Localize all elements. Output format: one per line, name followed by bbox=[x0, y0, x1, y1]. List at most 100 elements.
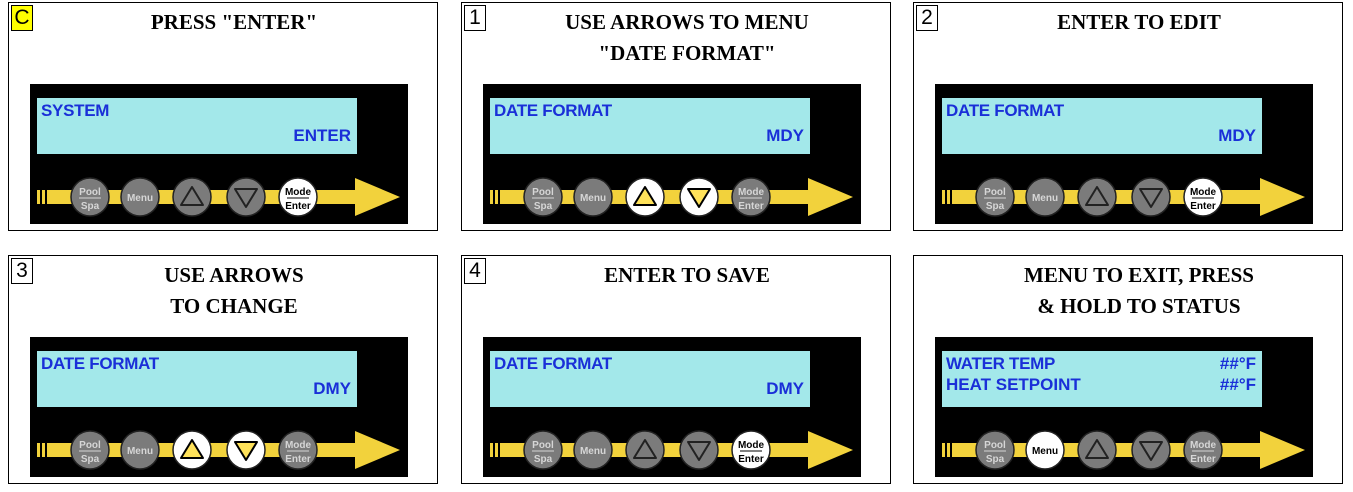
button-label-top: Pool bbox=[79, 187, 101, 198]
step-title: MENU TO EXIT, PRESS& HOLD TO STATUS bbox=[944, 260, 1334, 322]
button-label-top: Pool bbox=[984, 187, 1006, 198]
button-label-top: Pool bbox=[79, 440, 101, 451]
button-label: Menu bbox=[127, 446, 153, 457]
up-arrow-button[interactable] bbox=[172, 430, 212, 470]
triangle-down-icon bbox=[1139, 188, 1163, 208]
button-label-bottom: Spa bbox=[986, 201, 1005, 212]
step-badge: 1 bbox=[464, 5, 486, 31]
menu-button[interactable]: Menu bbox=[120, 430, 160, 470]
step-title: PRESS "ENTER" bbox=[39, 7, 429, 38]
button-label-top: Mode bbox=[285, 187, 312, 198]
step-badge: 3 bbox=[11, 258, 33, 284]
down-arrow-button[interactable] bbox=[226, 430, 266, 470]
menu-button[interactable]: Menu bbox=[1025, 177, 1065, 217]
step-badge: C bbox=[11, 5, 33, 31]
button-label-bottom: Enter bbox=[1190, 201, 1216, 212]
down-arrow-button[interactable] bbox=[1131, 430, 1171, 470]
up-arrow-button[interactable] bbox=[625, 177, 665, 217]
lcd-line-2: HEAT SETPOINT bbox=[946, 375, 1081, 394]
button-label-bottom: Spa bbox=[986, 454, 1005, 465]
menu-button[interactable]: Menu bbox=[120, 177, 160, 217]
button-label-bottom: Spa bbox=[81, 454, 100, 465]
button-label-top: Pool bbox=[532, 187, 554, 198]
up-arrow-button[interactable] bbox=[1077, 177, 1117, 217]
menu-button[interactable]: Menu bbox=[573, 177, 613, 217]
lcd-line-1: DATE FORMAT bbox=[946, 101, 1064, 120]
triangle-down-icon bbox=[234, 188, 258, 208]
button-label-bottom: Spa bbox=[534, 454, 553, 465]
button-label-top: Pool bbox=[984, 440, 1006, 451]
up-arrow-button[interactable] bbox=[1077, 430, 1117, 470]
triangle-down-icon bbox=[234, 441, 258, 461]
instruction-panel: MENU TO EXIT, PRESS& HOLD TO STATUS WATER… bbox=[913, 255, 1343, 484]
down-arrow-button[interactable] bbox=[679, 177, 719, 217]
button-label-bottom: Spa bbox=[81, 201, 100, 212]
down-arrow-button[interactable] bbox=[226, 177, 266, 217]
up-arrow-button[interactable] bbox=[625, 430, 665, 470]
step-title: USE ARROWS TO MENU "DATE FORMAT" bbox=[492, 7, 882, 69]
down-arrow-button[interactable] bbox=[679, 430, 719, 470]
lcd-line-2-value: ##°F bbox=[1219, 375, 1256, 394]
button-label-top: Mode bbox=[1190, 440, 1217, 451]
lcd-line-1-value: ##°F bbox=[1219, 354, 1256, 373]
button-label: Menu bbox=[1032, 193, 1058, 204]
triangle-up-icon bbox=[180, 186, 204, 206]
lcd-line-2: DMY bbox=[313, 379, 351, 398]
step-title-line: USE ARROWS TO MENU bbox=[565, 10, 809, 34]
button-label-top: Pool bbox=[532, 440, 554, 451]
step-title-line: ENTER TO SAVE bbox=[604, 263, 770, 287]
lcd-line-2: MDY bbox=[766, 126, 804, 145]
lcd-line-1: DATE FORMAT bbox=[41, 354, 159, 373]
up-arrow-button[interactable] bbox=[172, 177, 212, 217]
menu-button[interactable]: Menu bbox=[1025, 430, 1065, 470]
button-label-bottom: Enter bbox=[285, 454, 311, 465]
button-label-bottom: Enter bbox=[738, 454, 764, 465]
button-label: Menu bbox=[127, 193, 153, 204]
triangle-up-icon bbox=[180, 439, 204, 459]
lcd-display: WATER TEMP ##°F HEAT SETPOINT ##°F bbox=[942, 351, 1262, 407]
button-label-bottom: Spa bbox=[534, 201, 553, 212]
menu-button[interactable]: Menu bbox=[573, 430, 613, 470]
triangle-down-icon bbox=[687, 441, 711, 461]
lcd-line-1: DATE FORMAT bbox=[494, 354, 612, 373]
triangle-down-icon bbox=[687, 188, 711, 208]
step-badge: 2 bbox=[916, 5, 938, 31]
step-title-line: TO CHANGE bbox=[170, 294, 298, 318]
lcd-line-2: DMY bbox=[766, 379, 804, 398]
button-label-top: Mode bbox=[1190, 187, 1217, 198]
button-label-bottom: Enter bbox=[1190, 454, 1216, 465]
button-label-top: Mode bbox=[738, 187, 765, 198]
step-title-line: "DATE FORMAT" bbox=[598, 41, 776, 65]
down-arrow-button[interactable] bbox=[1131, 177, 1171, 217]
lcd-line-1: WATER TEMP bbox=[946, 354, 1056, 373]
